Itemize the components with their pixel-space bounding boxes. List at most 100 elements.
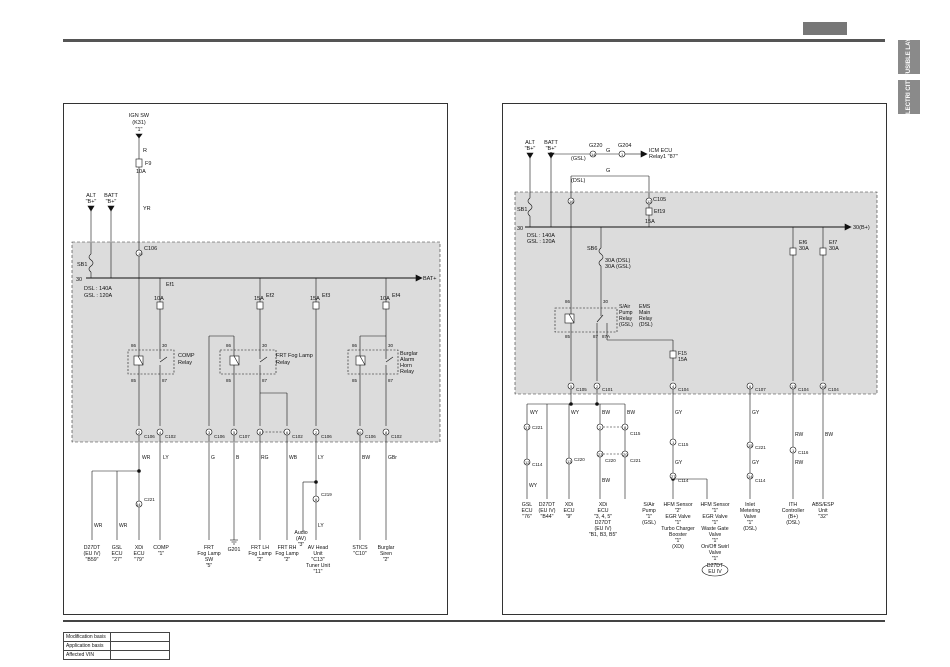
- r-comp-xdi-3: "9": [566, 514, 573, 520]
- c114c-label: C114: [755, 478, 766, 483]
- r-batt-pin: "B+": [546, 146, 557, 152]
- modification-basis-label: Modification basis: [63, 632, 111, 642]
- c221a-label: C221: [532, 425, 543, 430]
- conn-pin-2b: 2: [315, 430, 318, 435]
- r-comp-xdi2-6: "B1, B3, B5": [589, 532, 618, 538]
- r-conn-c104-b: C104: [798, 387, 809, 392]
- modification-basis-value: [110, 632, 170, 642]
- c220b-label: C220: [605, 458, 616, 463]
- r-comp-hfm2-1: HFM Sensor: [663, 502, 692, 508]
- r-comp-xdi2-2: ECU: [598, 508, 609, 514]
- c221b-pin: 20: [623, 452, 628, 457]
- g220-label: G220: [589, 143, 602, 149]
- wire-r-label: R: [143, 148, 147, 154]
- ef1-name: Ef1: [166, 282, 174, 288]
- side-tab-fusible-relay[interactable]: FUSIBLE LAY: [898, 38, 920, 76]
- burglar-relay-pin-87: 87: [388, 378, 394, 383]
- gsl-rating: GSL : 120A: [84, 293, 113, 299]
- main-relay-pin-30: 30: [603, 299, 609, 304]
- r-comp-hfm1-6: Valve: [709, 532, 722, 538]
- ef19-name: Ef19: [654, 209, 665, 215]
- application-basis-value: [110, 641, 170, 651]
- main-relay-pin-86: 86: [565, 299, 571, 304]
- comp-audio-3: "3": [298, 542, 305, 548]
- ef3-name: Ef3: [322, 293, 330, 299]
- chapter-badge: [803, 22, 847, 35]
- r-comp-hfm1-9: Valve: [709, 550, 722, 556]
- c105-pin-16: 16: [569, 199, 574, 204]
- r-comp-gsl-3: "76": [522, 514, 532, 520]
- ign-sw-arrow-icon: [135, 133, 143, 139]
- comp-av-5: "11": [313, 569, 322, 575]
- comp-d27dt-3: "B59": [86, 557, 99, 563]
- alt-pin: "B+": [86, 199, 97, 205]
- g220-pin: 14: [591, 152, 596, 157]
- comp-comp-2: "1": [158, 551, 165, 557]
- right-inline-connectors: [523, 423, 797, 480]
- conn-c107: C107: [239, 434, 250, 439]
- r-wire-g-2: G: [606, 168, 610, 174]
- main-relay-pin-85: 85: [565, 334, 571, 339]
- sb1-fusible-link-icon: [88, 253, 94, 273]
- burglar-relay-pin-30: 30: [388, 343, 394, 348]
- comp-relay-pin-30: 30: [162, 343, 168, 348]
- c115b-label: C115: [678, 442, 689, 447]
- r-comp-hfm1-12: EU IV: [708, 569, 722, 575]
- conn-c106-b: C106: [214, 434, 225, 439]
- batt-arrow-icon: [107, 205, 115, 212]
- r-conn-c104-a: C104: [678, 387, 689, 392]
- c114c-pin: 14: [748, 474, 753, 479]
- connector-c221: [135, 500, 143, 508]
- conn-pin-5: 5: [233, 430, 236, 435]
- comp-xdi-1: XDi: [135, 545, 143, 551]
- conn-pin-3: 3: [208, 430, 211, 435]
- fuse-ef2: [256, 278, 264, 348]
- conn-pin-8: 8: [259, 430, 262, 435]
- r-wire-rw-2: RW: [795, 460, 804, 466]
- right-diagram-panel: ALT "B+" BATT "B+" G220 G204 14 1 G ICM …: [502, 103, 887, 615]
- fuse-f15-icon: [669, 350, 677, 359]
- ign-sw-label: IGN SW: [129, 113, 150, 119]
- r-gsl-rating: GSL : 120A: [527, 239, 556, 245]
- header-rule: [63, 39, 885, 42]
- alt-label: ALT: [86, 193, 96, 199]
- r-wire-bw-1: BW: [602, 410, 610, 416]
- sb1-label: SB1: [77, 262, 87, 268]
- fog-relay-pin-87: 87: [262, 378, 268, 383]
- r-comp-ith-4: (DSL): [786, 520, 800, 526]
- r-comp-inlet-1: Inlet: [745, 502, 755, 508]
- c115a-pin-2: 2: [599, 425, 602, 430]
- r-comp-sair-2: Pump: [642, 508, 656, 514]
- c219-label: C219: [321, 492, 332, 497]
- comp-gsl-2: ECU: [112, 551, 123, 557]
- wire-gbr: GBr: [388, 455, 397, 461]
- r-comp-hfm1-3: EGR Valve: [702, 514, 727, 520]
- relay-name-2: Pump: [619, 310, 633, 316]
- c220a-pin: 13: [567, 459, 572, 464]
- comp-d27dt-2: (EU IV): [83, 551, 100, 557]
- fog-relay-pin-85: 85: [226, 378, 232, 383]
- side-tab-electricity[interactable]: ELECTRI CITY: [898, 76, 920, 118]
- comp-av-3: "C13": [311, 557, 324, 563]
- r-alt-pin: "B+": [525, 146, 536, 152]
- wire-wr-3: WR: [119, 523, 128, 529]
- relay-name-1: S/Air: [619, 304, 631, 310]
- sb6-fusible-link-icon: [598, 247, 604, 267]
- fuse-f9-name: F9: [145, 161, 151, 167]
- r-comp-hfm2-6: Booster: [669, 532, 687, 538]
- r-wire-wy-2: WY: [571, 410, 580, 416]
- r-comp-abs-2: Unit: [818, 508, 828, 514]
- relay-name2-2: Main: [639, 310, 650, 316]
- c220a-label: C220: [574, 457, 585, 462]
- affected-vin-label: Affected VIN: [63, 650, 111, 660]
- r-comp-xdi2-3: "3, 4, 5": [594, 514, 612, 520]
- comp-rh-fog-3: "2": [284, 557, 291, 563]
- sb6-rating-1: 30A (DSL): [605, 258, 631, 264]
- main-relay-box: [554, 307, 618, 333]
- c221c-pin: 15: [748, 443, 753, 448]
- comp-xdi-3: "79": [134, 557, 144, 563]
- wire-ly-1: LY: [163, 455, 169, 461]
- relay-name-3: Relay: [619, 316, 633, 322]
- c116-label: C116: [798, 450, 809, 455]
- comp-relay-pin-87: 87: [162, 378, 168, 383]
